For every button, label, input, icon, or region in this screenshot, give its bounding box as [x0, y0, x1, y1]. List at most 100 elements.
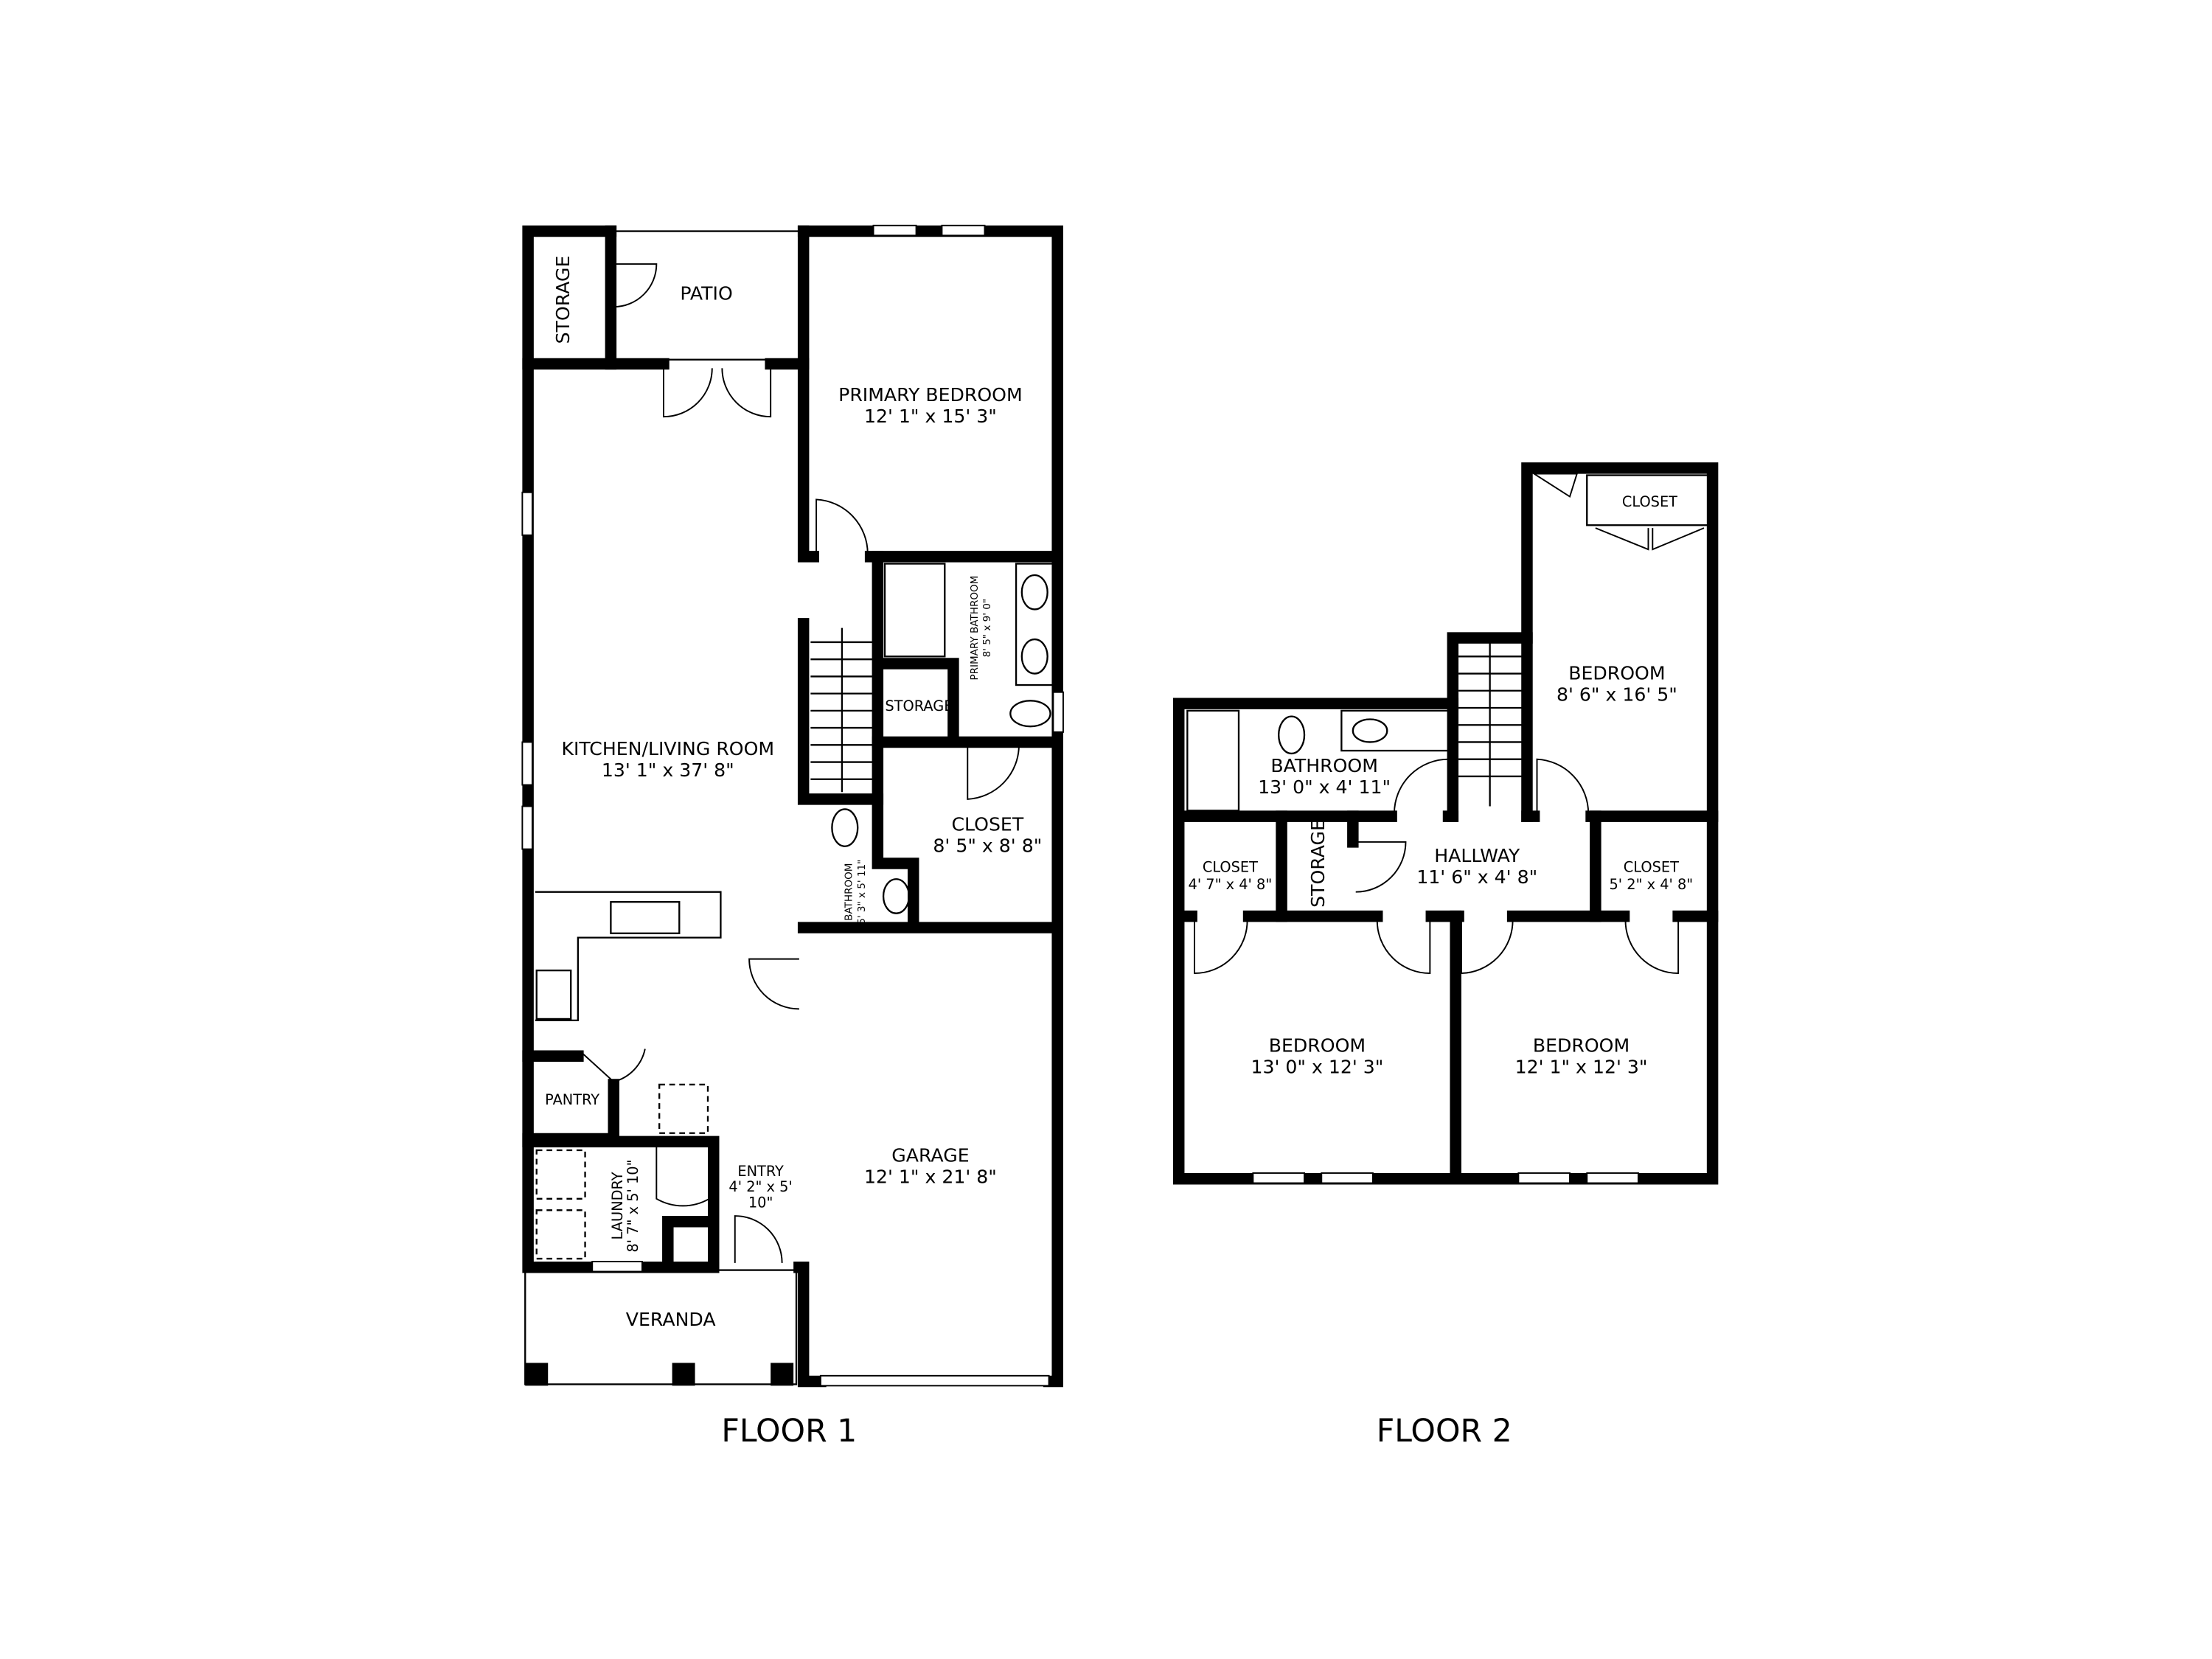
washer — [535, 1149, 586, 1200]
room-size: 5' 3" x 5' 11" — [856, 860, 868, 925]
room-label: CLOSET — [1203, 859, 1258, 876]
stair-walls — [797, 618, 884, 805]
interior-walls — [1276, 810, 1601, 1185]
room-label: STORAGE — [552, 256, 574, 344]
room-label: PANTRY — [545, 1091, 599, 1108]
room-size: 12' 1" x 15' 3" — [864, 406, 997, 427]
window — [1517, 1172, 1571, 1184]
utility-walls — [522, 1050, 720, 1273]
door[interactable] — [1624, 920, 1680, 974]
vanity — [1015, 563, 1054, 686]
bathtub — [883, 563, 946, 658]
room-size: 5' 2" x 4' 8" — [1610, 876, 1694, 893]
room-size: 10" — [748, 1194, 773, 1211]
bathtub — [1186, 709, 1240, 812]
double-door[interactable] — [663, 368, 772, 418]
stair-walls — [1447, 632, 1533, 822]
double-door[interactable] — [1595, 527, 1705, 551]
floor-1-plan: STORAGE PATIO PRIMARY BEDROOM 12' 1" x 1… — [521, 224, 1064, 1450]
door[interactable] — [1355, 841, 1407, 893]
room-size: 8' 5" x 8' 8" — [933, 835, 1042, 856]
room-label: PRIMARY BEDROOM — [838, 384, 1023, 406]
room-size: 4' 7" x 4' 8" — [1189, 876, 1273, 893]
door[interactable] — [748, 958, 799, 1010]
room-size: 13' 0" x 4' 11" — [1258, 776, 1391, 798]
room-label: CLOSET — [1624, 859, 1679, 876]
window — [521, 491, 533, 536]
room-label: CLOSET — [951, 813, 1023, 835]
sink — [1020, 574, 1048, 611]
window — [521, 741, 533, 786]
door[interactable] — [1460, 920, 1514, 974]
door[interactable] — [967, 745, 1020, 800]
exterior-walls — [522, 225, 1063, 1388]
room-label: PATIO — [680, 282, 732, 304]
veranda-post — [525, 1363, 549, 1386]
door[interactable] — [815, 498, 869, 554]
window — [1321, 1172, 1374, 1184]
window — [521, 805, 533, 850]
door[interactable] — [1394, 758, 1450, 814]
room-size: 8' 7" x 5' 10" — [625, 1159, 641, 1252]
room-size: 13' 1" x 37' 8" — [602, 759, 734, 781]
closet-walls — [797, 793, 1063, 933]
door[interactable] — [1376, 920, 1431, 974]
door[interactable] — [1536, 758, 1590, 814]
floor-2-plan: CLOSET BEDROOM 8' 6" x 16' 5" BATHROOM 1… — [1172, 462, 1719, 1450]
sink — [1020, 638, 1048, 675]
sink — [1352, 718, 1388, 743]
veranda-post — [672, 1363, 695, 1386]
sink — [610, 901, 681, 934]
door[interactable] — [734, 1215, 783, 1263]
room-size: 12' 1" x 21' 8" — [864, 1166, 997, 1188]
dryer — [535, 1209, 586, 1260]
room-size: 12' 1" x 12' 3" — [1515, 1056, 1648, 1077]
room-label: HALLWAY — [1434, 845, 1520, 866]
stairs — [810, 627, 874, 793]
veranda-post — [771, 1363, 794, 1386]
room-label: STORAGE — [885, 698, 953, 714]
door[interactable] — [1194, 920, 1248, 974]
door[interactable] — [582, 1048, 646, 1083]
vanity — [1340, 709, 1450, 752]
window — [1252, 1172, 1305, 1184]
toilet — [1278, 715, 1306, 755]
window — [1586, 1172, 1639, 1184]
room-label: BEDROOM — [1568, 662, 1665, 684]
door[interactable] — [613, 263, 658, 308]
room-label: CLOSET — [1622, 493, 1677, 510]
closet-shelf — [1586, 474, 1711, 526]
room-label: BATHROOM — [1270, 755, 1378, 776]
kitchen-counter — [535, 891, 722, 1022]
room-label: ENTRY — [737, 1163, 784, 1180]
toilet — [1009, 700, 1051, 728]
stairs — [1458, 641, 1525, 807]
room-label: STORAGE — [1307, 819, 1329, 908]
room-size: 8' 6" x 16' 5" — [1557, 684, 1677, 705]
stove — [535, 969, 572, 1020]
garage-door[interactable] — [819, 1374, 1050, 1387]
room-size: 4' 2" x 5' — [728, 1178, 792, 1195]
door[interactable] — [1531, 473, 1579, 498]
fridge — [658, 1083, 709, 1134]
room-label: KITCHEN/LIVING ROOM — [561, 738, 774, 759]
room-label: BEDROOM — [1533, 1034, 1630, 1056]
door[interactable] — [655, 1146, 710, 1207]
room-label: PRIMARY BATHROOM — [969, 576, 981, 681]
sink — [882, 878, 911, 914]
toilet — [831, 808, 859, 847]
room-label: VERANDA — [626, 1309, 716, 1330]
floor-label: FLOOR 1 — [721, 1413, 857, 1450]
room-label: BEDROOM — [1269, 1034, 1366, 1056]
room-label: BATHROOM — [843, 863, 855, 921]
window — [591, 1261, 643, 1273]
room-label: LAUNDRY — [609, 1172, 626, 1239]
window — [1052, 691, 1064, 733]
room-size: 13' 0" x 12' 3" — [1251, 1056, 1384, 1077]
window — [941, 224, 986, 237]
room-label: GARAGE — [891, 1144, 969, 1166]
primary-bedroom-walls — [797, 225, 1063, 563]
room-size: 11' 6" x 4' 8" — [1416, 866, 1537, 888]
floor-label: FLOOR 2 — [1377, 1413, 1512, 1450]
